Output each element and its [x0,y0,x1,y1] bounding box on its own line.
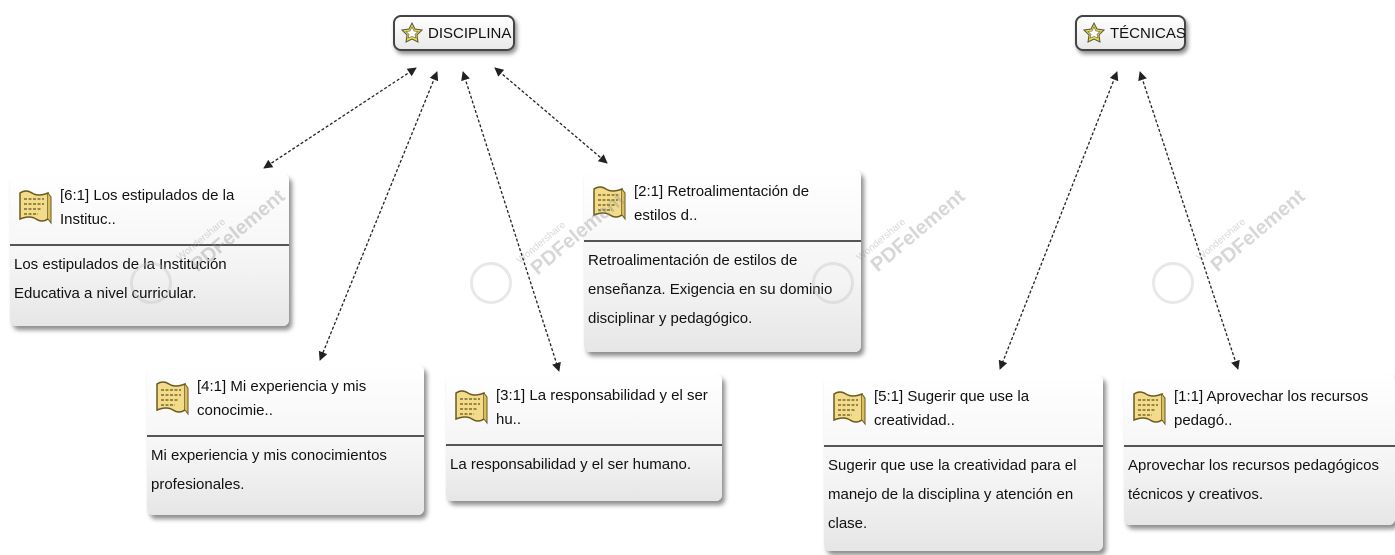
quotation-title: [1:1] Aprovechar los recursos pedagó.. [1174,388,1369,429]
document-icon [455,390,488,424]
quotation-header: [6:1] Los estipulados de la Instituc.. [10,174,289,246]
quotation-card-5-1[interactable]: [5:1] Sugerir que use la creatividad.. S… [824,375,1103,551]
quotation-header: [4:1] Mi experiencia y mis conocimie.. [147,365,424,437]
quotation-card-2-1[interactable]: [2:1] Retroalimentación de estilos d.. R… [584,170,861,352]
document-icon [1133,391,1166,425]
quotation-title: [4:1] Mi experiencia y mis conocimie.. [197,378,367,419]
quotation-card-4-1[interactable]: [4:1] Mi experiencia y mis conocimie.. M… [147,365,424,515]
relation-arrow-tecnicas-q51[interactable] [998,71,1119,370]
code-label-tecnicas: TÉCNICAS [1110,24,1186,42]
quotation-title: [2:1] Retroalimentación de estilos d.. [634,183,810,224]
code-node-disciplina[interactable]: DISCIPLINA [393,15,515,51]
quotation-header: [1:1] Aprovechar los recursos pedagó.. [1124,375,1395,447]
document-icon [156,381,189,415]
document-icon [593,186,626,220]
quotation-header: [2:1] Retroalimentación de estilos d.. [584,170,861,242]
quotation-card-6-1[interactable]: [6:1] Los estipulados de la Instituc.. L… [10,174,289,326]
relation-arrow-disciplina-q41[interactable] [318,71,439,361]
quotation-card-3-1[interactable]: [3:1] La responsabilidad y el ser hu.. L… [446,374,722,501]
code-star-icon [1083,22,1105,43]
quotation-title: [5:1] Sugerir que use la creatividad.. [874,388,1030,429]
quotation-text: Los estipulados de la Institución Educat… [14,256,227,302]
quotation-text: Sugerir que use la creatividad para el m… [828,457,1077,532]
quotation-header: [5:1] Sugerir que use la creatividad.. [824,375,1103,447]
quotation-title: [3:1] La responsabilidad y el ser hu.. [496,387,708,428]
relation-arrow-tecnicas-q11[interactable] [1138,71,1240,370]
code-label-disciplina: DISCIPLINA [428,24,512,42]
quotation-text: Aprovechar los recursos pedagógicos técn… [1128,457,1379,503]
quotation-text: Retroalimentación de estilos de enseñanz… [588,252,833,327]
code-node-tecnicas[interactable]: TÉCNICAS [1075,15,1186,51]
relation-arrow-disciplina-q61[interactable] [263,67,417,169]
quotation-text: La responsabilidad y el ser humano. [450,456,691,473]
quotation-title: [6:1] Los estipulados de la Instituc.. [60,187,235,228]
document-icon [19,190,52,224]
quotation-header: [3:1] La responsabilidad y el ser hu.. [446,374,722,446]
quotation-text: Mi experiencia y mis conocimientos profe… [151,447,387,493]
relation-arrow-disciplina-q21[interactable] [494,67,608,164]
document-icon [833,391,866,425]
relation-arrow-disciplina-q31[interactable] [461,71,561,372]
code-star-icon [401,22,423,43]
quotation-card-1-1[interactable]: [1:1] Aprovechar los recursos pedagó.. A… [1124,375,1395,525]
